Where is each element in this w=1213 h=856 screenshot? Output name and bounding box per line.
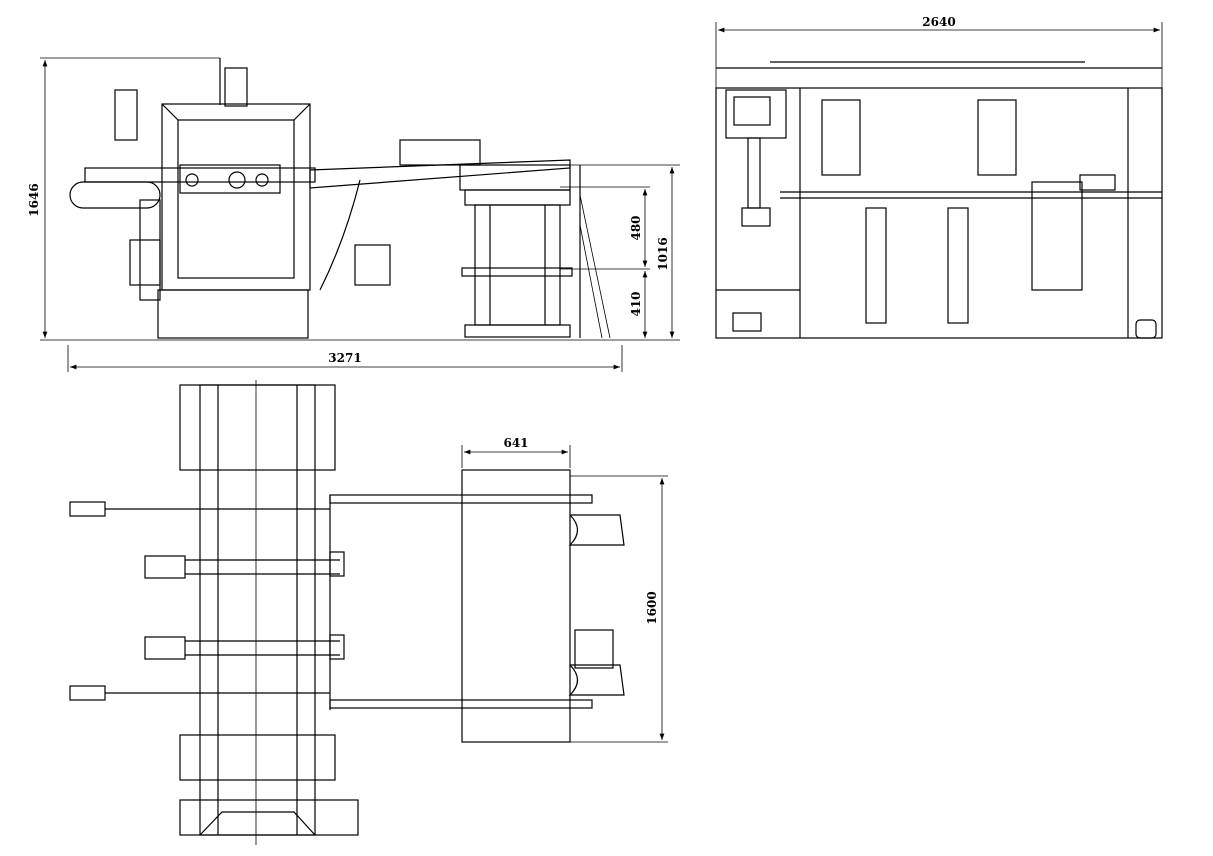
side-view: 1646 3271 480 410 1016 bbox=[27, 57, 680, 372]
dim-table-height: 1016 bbox=[656, 237, 670, 270]
dim-lower-height: 410 bbox=[629, 291, 643, 316]
dim-table-width: 641 bbox=[503, 436, 528, 450]
front-view: 2640 bbox=[715, 15, 1163, 339]
dim-height-total: 1646 bbox=[27, 183, 41, 216]
dim-table-length: 1600 bbox=[645, 591, 659, 624]
dim-length-total: 3271 bbox=[328, 351, 361, 365]
top-view: 641 1600 bbox=[69, 380, 668, 845]
dim-width-total: 2640 bbox=[922, 15, 955, 29]
dim-upper-height: 480 bbox=[629, 215, 643, 240]
